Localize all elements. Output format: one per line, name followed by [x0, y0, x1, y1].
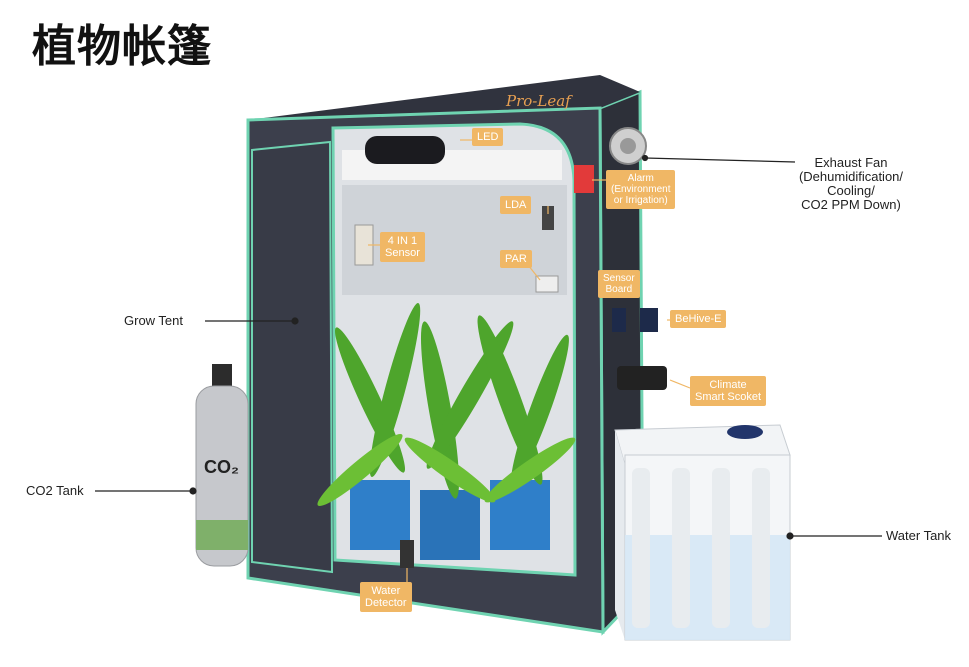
label-grow-tent: Grow Tent: [124, 313, 184, 328]
climate-socket-device: [617, 366, 667, 390]
tag-lda: LDA: [500, 196, 532, 214]
tag-4in1-sensor: 4 IN 1 Sensor: [380, 232, 425, 262]
water-tank: [614, 424, 791, 641]
behive-device: [640, 308, 658, 332]
lda-device: [542, 206, 554, 230]
pot-1: [350, 480, 410, 550]
cylinder-text: CO₂: [204, 457, 239, 477]
plant-leaves: [317, 303, 576, 507]
tag-sensor-board: Sensor Board: [598, 270, 640, 298]
leader-lines: [95, 154, 882, 540]
tag-behive: BeHive-E: [670, 310, 727, 328]
brand-logo: Pro-Leaf: [506, 92, 571, 110]
page-title: 植物帐篷: [32, 21, 212, 72]
alarm-device: [574, 165, 594, 193]
label-co2-tank: CO2 Tank: [26, 483, 84, 498]
tag-climate-socket: Climate Smart Scoket: [690, 376, 767, 406]
tag-led: LED: [472, 128, 504, 146]
pot-2: [420, 490, 480, 560]
tag-par: PAR: [500, 250, 532, 268]
reflective-wall: [342, 185, 567, 295]
led-driver: [365, 136, 445, 164]
sensor-board-device: [612, 308, 626, 332]
tag-water-detector: Water Detector: [360, 582, 412, 612]
tag-alarm: Alarm (Environment or Irrigation): [606, 170, 676, 209]
water-detector-device: [400, 540, 414, 568]
co2-cylinder: [195, 364, 249, 567]
par-device: [535, 275, 559, 293]
label-water-tank: Water Tank: [886, 528, 952, 543]
tent-left-flap: [251, 140, 334, 574]
label-exhaust-fan: Exhaust Fan (Dehumidification/ Cooling/ …: [798, 155, 904, 212]
